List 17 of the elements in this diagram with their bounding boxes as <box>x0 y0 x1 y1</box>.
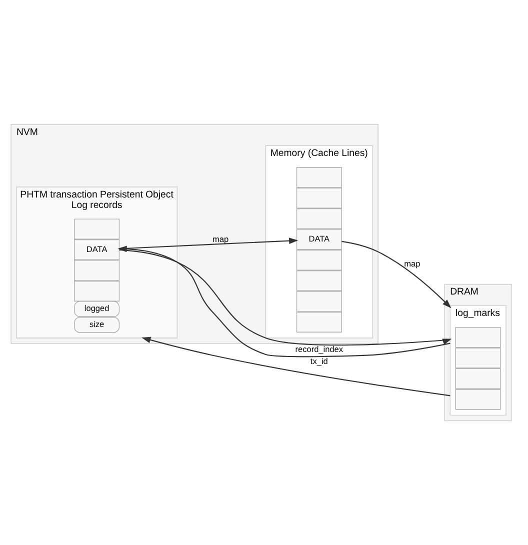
node-box <box>296 312 342 332</box>
node-box <box>296 188 342 208</box>
node-box <box>455 368 501 390</box>
node-box <box>455 389 501 410</box>
node-box <box>296 208 342 230</box>
node-box <box>296 167 342 188</box>
node-box <box>455 348 501 368</box>
cluster: log_marks <box>450 305 506 416</box>
node-box <box>74 280 120 302</box>
arrow <box>142 336 450 396</box>
node-box <box>455 326 501 348</box>
arrow <box>342 240 452 308</box>
node-box <box>296 270 342 292</box>
node-box <box>74 260 120 281</box>
node-box <box>296 291 342 312</box>
node-box <box>296 250 342 270</box>
node-box <box>74 218 120 240</box>
